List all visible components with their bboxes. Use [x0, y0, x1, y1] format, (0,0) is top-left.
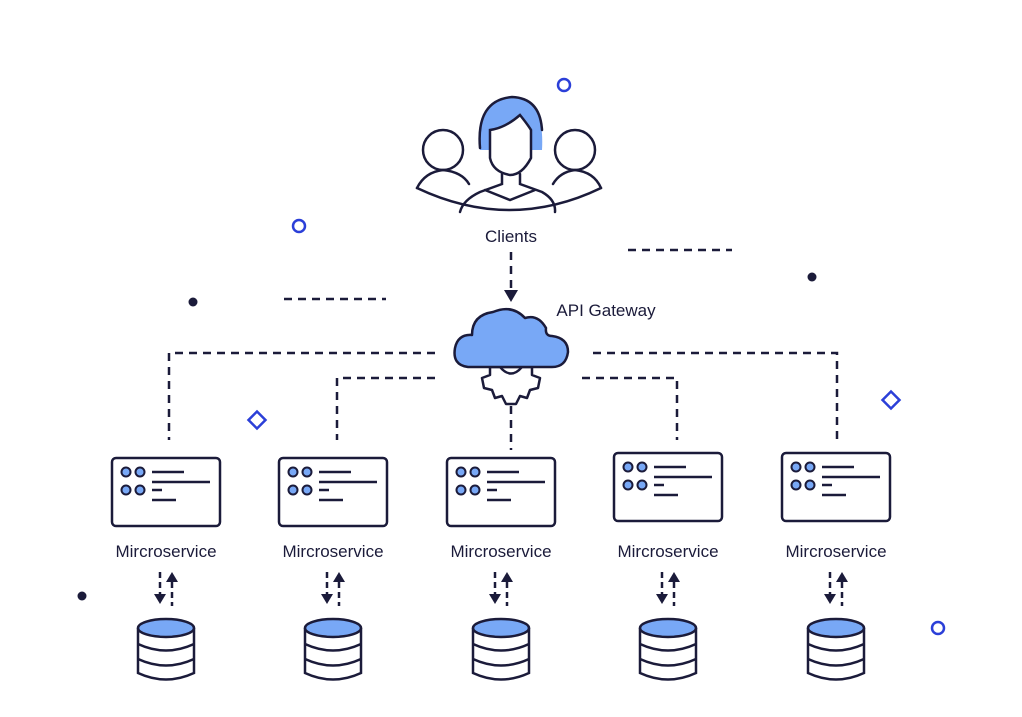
status-light-icon [790, 479, 802, 491]
ring-decoration [930, 620, 946, 636]
ring-decoration [556, 77, 572, 93]
database-ring [639, 642, 697, 667]
status-light-icon [469, 484, 481, 496]
arrow-down-icon [321, 594, 333, 604]
status-light-icon [301, 466, 313, 478]
status-light-icon [455, 484, 467, 496]
microservice-label: Mircroservice [785, 542, 887, 561]
api-gateway-cloud-gear-icon [453, 307, 570, 406]
status-light-icon [287, 484, 299, 496]
status-light-icon [301, 484, 313, 496]
api-gateway-label: API Gateway [556, 301, 656, 320]
microservice-label: Mircroservice [617, 542, 719, 561]
microservice-label: Mircroservice [450, 542, 552, 561]
status-light-icon [134, 466, 146, 478]
database-body [806, 628, 866, 681]
microservice-node [780, 451, 892, 681]
database-top [136, 617, 196, 639]
arrow-up-icon [836, 572, 848, 582]
database-top [638, 617, 698, 639]
arrow-down-icon [504, 290, 518, 302]
status-light-icon [804, 461, 816, 473]
diamond-decoration [880, 389, 902, 411]
status-light-icon [120, 484, 132, 496]
microservice-node [445, 456, 557, 681]
gateway-to-service-2-connector [335, 376, 435, 440]
database-body [303, 628, 363, 681]
status-light-icon [622, 479, 634, 491]
arrow-down-icon [656, 594, 668, 604]
database-ring [137, 642, 195, 667]
database-body [471, 628, 531, 681]
arrow-down-icon [154, 594, 166, 604]
diamond-decoration [246, 409, 268, 431]
status-light-icon [622, 461, 634, 473]
arrow-up-icon [166, 572, 178, 582]
database-icon [806, 617, 866, 681]
gateway-to-service-5-connector [593, 351, 839, 440]
microservices [110, 451, 892, 681]
microservice-label: Mircroservice [282, 542, 384, 561]
database-body [136, 628, 196, 681]
arrow-up-icon [333, 572, 345, 582]
arrow-down-icon [489, 594, 501, 604]
microservice-node [110, 456, 222, 681]
database-top [471, 617, 531, 639]
gateway-to-service-1-connector [167, 351, 435, 440]
database-top [303, 617, 363, 639]
clients-label: Clients [485, 227, 537, 246]
microservice-node [612, 451, 724, 681]
dot-decoration [807, 272, 817, 282]
dot-decoration [188, 297, 198, 307]
connectors [167, 252, 839, 450]
database-top [806, 617, 866, 639]
database-ring [807, 642, 865, 667]
microservice-node [277, 456, 389, 681]
arrow-up-icon [501, 572, 513, 582]
ring-decoration [291, 218, 307, 234]
gateway-to-service-4-connector [582, 376, 679, 440]
status-light-icon [636, 479, 648, 491]
database-body [638, 628, 698, 681]
arrow-down-icon [824, 594, 836, 604]
database-ring [304, 642, 362, 667]
microservice-label: Mircroservice [115, 542, 217, 561]
status-light-icon [287, 466, 299, 478]
status-light-icon [469, 466, 481, 478]
arrow-up-icon [668, 572, 680, 582]
status-light-icon [120, 466, 132, 478]
database-icon [471, 617, 531, 681]
database-icon [136, 617, 196, 681]
database-ring [472, 642, 530, 667]
database-icon [638, 617, 698, 681]
status-light-icon [636, 461, 648, 473]
dot-decoration [77, 591, 87, 601]
decorations [77, 77, 946, 636]
status-light-icon [790, 461, 802, 473]
status-light-icon [134, 484, 146, 496]
status-light-icon [455, 466, 467, 478]
status-light-icon [804, 479, 816, 491]
database-icon [303, 617, 363, 681]
clients-icon [415, 95, 603, 214]
